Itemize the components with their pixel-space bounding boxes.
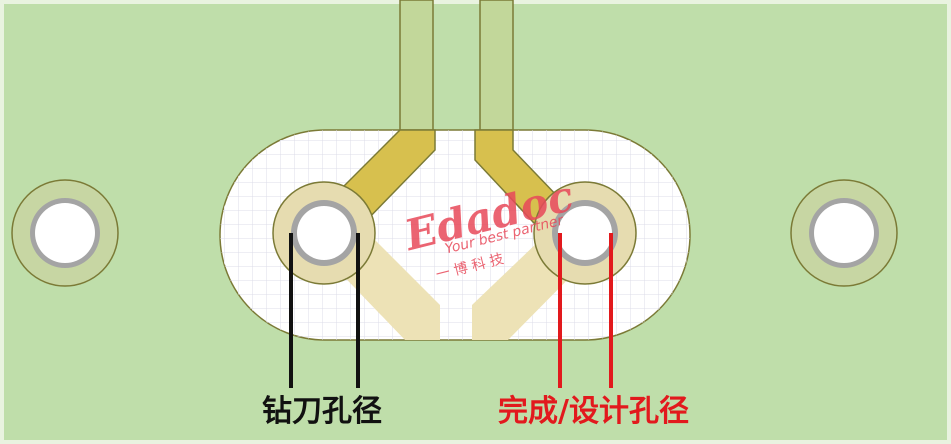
finished-diameter-label: 完成/设计孔径 <box>498 394 689 429</box>
finished-diameter-markers <box>558 233 613 388</box>
trace-left <box>399 0 434 133</box>
drill-pad-left <box>272 181 376 285</box>
mounting-hole-right <box>790 179 898 287</box>
drill-diameter-label: 钻刀孔径 <box>262 394 382 429</box>
trace-right <box>479 0 514 133</box>
drill-diameter-markers <box>289 233 360 388</box>
mounting-hole-left <box>11 179 119 287</box>
